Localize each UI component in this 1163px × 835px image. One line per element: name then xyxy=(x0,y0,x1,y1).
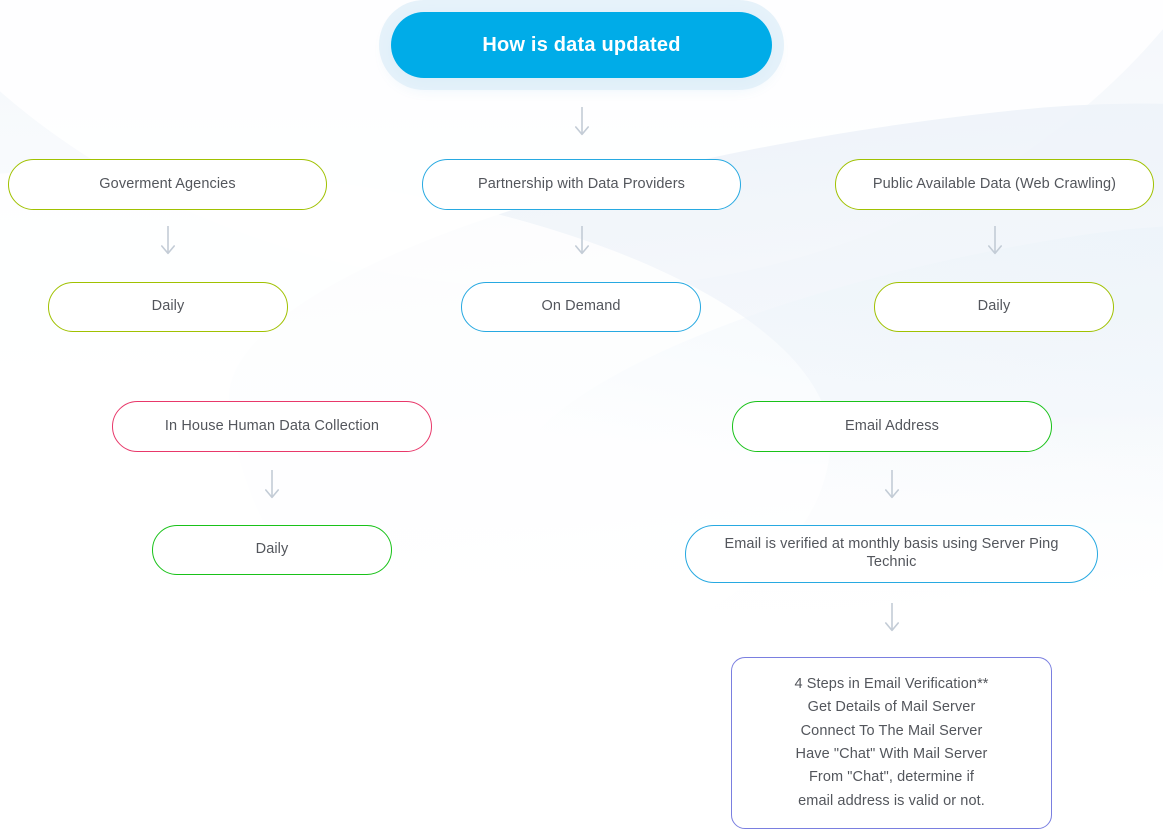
steps-line-5: From "Chat", determine if xyxy=(808,769,975,786)
flow-node-header[interactable]: How is data updated xyxy=(391,12,772,78)
flow-node-email-verification-steps[interactable]: 4 Steps in Email Verification** Get Deta… xyxy=(731,657,1052,829)
flow-node-email-verification[interactable]: Email is verified at monthly basis using… xyxy=(685,525,1098,583)
steps-line-2: Get Details of Mail Server xyxy=(807,699,976,716)
flow-node-frequency-government[interactable]: Daily xyxy=(48,282,288,332)
flow-node-source-public[interactable]: Public Available Data (Web Crawling) xyxy=(835,159,1154,210)
steps-line-1: 4 Steps in Email Verification** xyxy=(794,675,989,692)
down-arrow-icon-verification xyxy=(879,601,905,637)
down-arrow-icon-public xyxy=(982,224,1008,260)
steps-line-4: Have "Chat" With Mail Server xyxy=(795,746,988,762)
flow-node-frequency-inhouse[interactable]: Daily xyxy=(152,525,392,575)
flow-node-source-government[interactable]: Goverment Agencies xyxy=(8,159,327,210)
flow-node-frequency-partnership[interactable]: On Demand xyxy=(461,282,701,332)
flow-node-inhouse-collection[interactable]: In House Human Data Collection xyxy=(112,401,432,452)
flow-node-source-partnership[interactable]: Partnership with Data Providers xyxy=(422,159,741,210)
down-arrow-icon-header xyxy=(569,105,595,141)
flow-node-frequency-public[interactable]: Daily xyxy=(874,282,1114,332)
down-arrow-icon-email-address xyxy=(879,468,905,504)
down-arrow-icon-inhouse xyxy=(259,468,285,504)
flow-node-email-address[interactable]: Email Address xyxy=(732,401,1052,452)
steps-line-3: Connect To The Mail Server xyxy=(800,722,983,739)
down-arrow-icon-government xyxy=(155,224,181,260)
steps-line-6: email address is valid or not. xyxy=(798,792,985,809)
down-arrow-icon-partnership xyxy=(569,224,595,260)
